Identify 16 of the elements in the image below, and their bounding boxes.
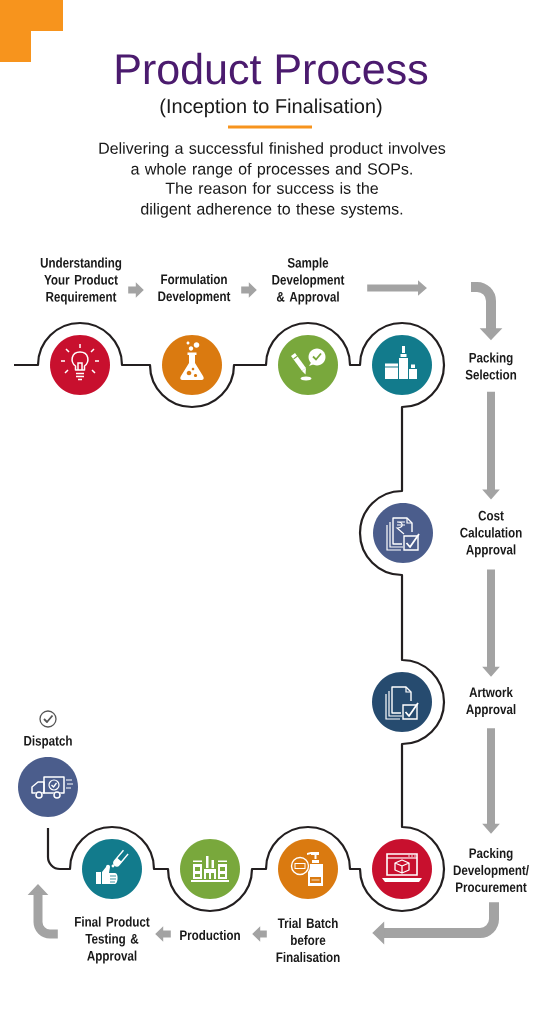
step-label: Dispatch — [24, 735, 72, 749]
arrow — [27, 884, 58, 939]
step-label: Trial Batch before Finalisation — [276, 917, 340, 963]
intro-text: The reason for success is the diligent adherence to these systems. — [141, 182, 403, 218]
step-label: Sample Development & Approval — [272, 257, 345, 305]
step-label: Production — [180, 929, 240, 941]
step-label: Understanding Your Product Requirement — [40, 257, 122, 305]
step-label: Artwork Approval — [466, 687, 516, 717]
step-label: Formulation Development — [158, 274, 231, 304]
intro-text: Delivering a successful finished product involves a whole range of processes and SOPs. — [99, 142, 446, 178]
step-label: Packing Selection — [465, 352, 517, 380]
step-label: Final Product Testing & Approval — [75, 916, 150, 964]
subtitle: (Inception to Finalisation) — [160, 98, 382, 118]
title: Product Process — [116, 52, 428, 85]
step-label: Cost Calculation Approval — [460, 510, 522, 558]
step-label: Packing Development/ Procurement — [453, 847, 529, 893]
